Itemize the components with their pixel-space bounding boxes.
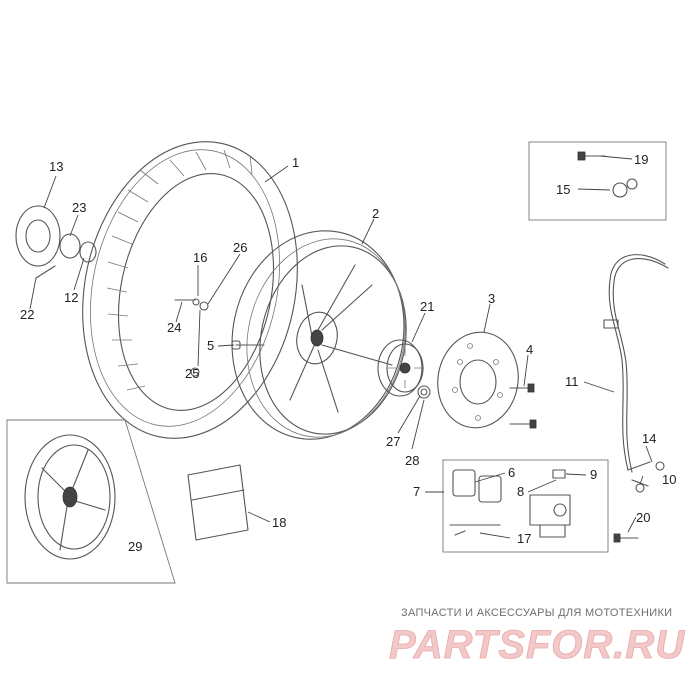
wheel-assembly-box: [6, 419, 176, 584]
rim: [231, 230, 407, 440]
watermark: ЗАПЧАСТИ И АКСЕССУАРЫ ДЛЯ МОТОТЕХНИКИ PA…: [389, 607, 685, 667]
callout-15: 15: [556, 182, 570, 197]
small-fasteners: [174, 298, 209, 377]
callout-5: 5: [207, 338, 214, 353]
callout-17: 17: [517, 531, 531, 546]
callout-29: 29: [128, 539, 142, 554]
callout-11: 11: [565, 374, 579, 389]
callout-1: 1: [292, 155, 299, 170]
watermark-caption: ЗАПЧАСТИ И АКСЕССУАРЫ ДЛЯ МОТОТЕХНИКИ: [401, 607, 672, 619]
callout-12: 12: [64, 290, 78, 305]
disc-bolts: [509, 383, 537, 429]
tire: [82, 141, 298, 439]
callout-3: 3: [488, 291, 495, 306]
watermark-logo: PARTSFOR.RU: [389, 623, 685, 667]
callout-19: 19: [634, 152, 648, 167]
callout-16: 16: [193, 250, 207, 265]
callout-18: 18: [272, 515, 286, 530]
left-cover-group: [15, 205, 97, 279]
callout-14: 14: [642, 431, 656, 446]
manual-booklet: [187, 464, 249, 541]
brake-disc: [437, 331, 519, 429]
callout-26: 26: [233, 240, 247, 255]
callout-7: 7: [413, 484, 420, 499]
brake-hose: [603, 254, 669, 493]
caliper-box: [442, 459, 609, 553]
callout-25: 25: [185, 366, 199, 381]
callout-labels: 1 2 3 4 5 6 7 8 9 10 11 12 13 14 15 16 1…: [20, 152, 676, 554]
callout-21: 21: [420, 299, 434, 314]
callout-6: 6: [508, 465, 515, 480]
callout-27: 27: [386, 434, 400, 449]
callout-23: 23: [72, 200, 86, 215]
callout-22: 22: [20, 307, 34, 322]
callout-13: 13: [49, 159, 63, 174]
callout-24: 24: [167, 320, 181, 335]
callout-20: 20: [636, 510, 650, 525]
callout-10: 10: [662, 472, 676, 487]
hub-flange: [377, 339, 424, 397]
callout-2: 2: [372, 206, 379, 221]
callout-4: 4: [526, 342, 533, 357]
caliper-bolt: [613, 533, 639, 543]
leader-lines: [29, 155, 653, 539]
callout-28: 28: [405, 453, 419, 468]
callout-8: 8: [517, 484, 524, 499]
callout-9: 9: [590, 467, 597, 482]
hub-washers: [417, 385, 431, 399]
